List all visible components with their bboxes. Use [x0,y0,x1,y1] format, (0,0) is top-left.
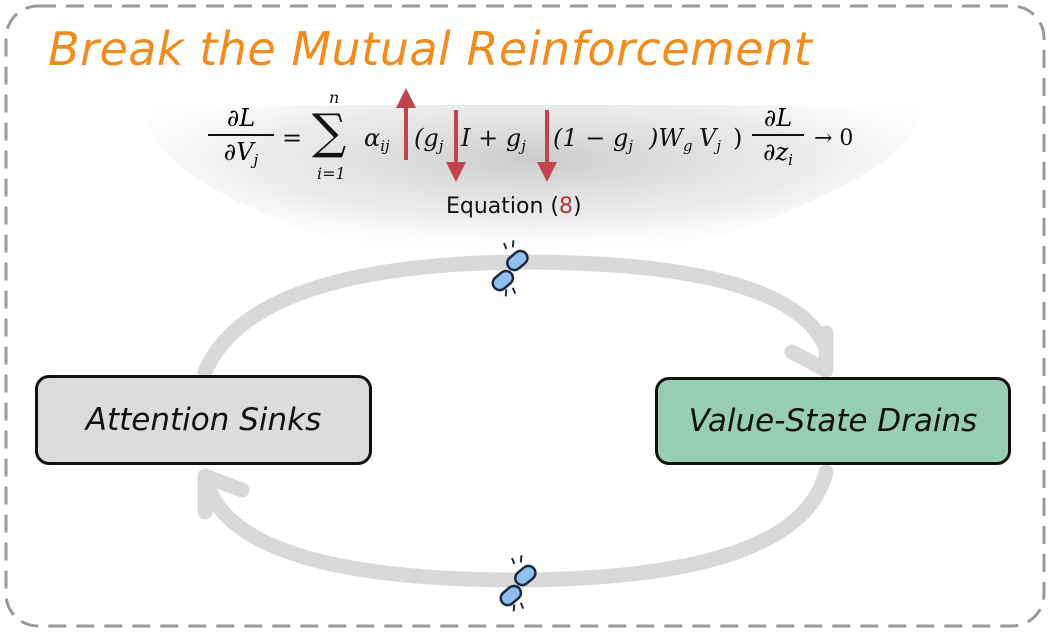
diagram-title: Break the Mutual Reinforcement [48,22,813,76]
sum-upper-limit: n [329,88,340,107]
alpha-term: αij [364,124,390,155]
attention-sinks-label: Attention Sinks [85,402,322,438]
attention-sinks-node: Attention Sinks [35,375,372,465]
value-state-drains-label: Value-State Drains [688,403,978,439]
fraction-bar [752,134,804,136]
one-minus-gate-term: (1 − gj [553,124,634,155]
sum-symbol: ∑ [312,104,347,160]
broken-link-icon [499,555,537,612]
sum-lower-limit: i=1 [317,164,346,183]
lhs-fraction: ∂L ∂Vj [208,104,274,174]
lhs-denominator: ∂Vj [223,138,259,169]
rhs-denominator: ∂zi [763,138,793,169]
closing-paren: ) [733,124,743,152]
down-arrow-icon [537,110,557,182]
dashed-frame [4,4,1046,628]
broken-link-icon [491,240,529,297]
rhs-fraction: ∂L ∂zi [752,104,804,174]
weight-term: )Wg [649,124,693,155]
cycle-arrow-icon-bottom [197,464,834,588]
up-arrow-icon [396,88,416,160]
down-arrow-icon [446,110,466,182]
rhs-numerator: ∂L [763,104,793,132]
lhs-numerator: ∂L [226,104,256,132]
equation-spotlight [147,105,921,262]
value-state-drains-node: Value-State Drains [655,377,1011,465]
equals-sign: = [282,124,303,152]
equation-label: Equation (8) [446,194,582,219]
gate-term: (gj [414,124,444,155]
identity-term: I + gj [461,124,526,155]
equation-reference[interactable]: 8 [559,194,574,219]
value-term: Vj [699,124,721,155]
limit-term: → 0 [814,126,854,151]
cycle-arrow-icon-top [197,254,834,380]
fraction-bar [208,134,274,136]
